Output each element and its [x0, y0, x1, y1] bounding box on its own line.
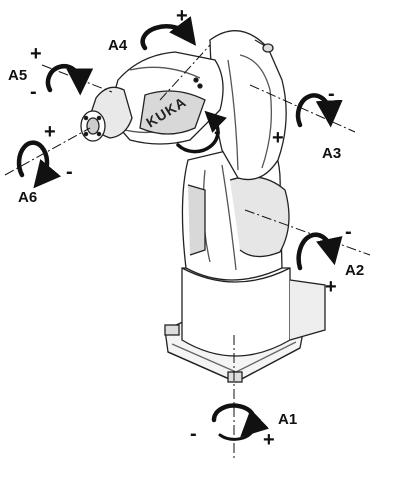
- axis-a2-minus: -: [345, 221, 352, 243]
- axis-a4-label: A4: [108, 37, 128, 54]
- axis-a5-plus: +: [30, 43, 42, 65]
- axis-line-a2: [244, 209, 371, 256]
- axis-a1-label: A1: [278, 411, 297, 428]
- rotation-arrow-a1-icon: [211, 403, 270, 438]
- rotation-arrow-a6-icon: [16, 140, 62, 189]
- axis-a3-minus: -: [328, 83, 335, 105]
- rotation-arrow-a2-icon: [296, 232, 343, 271]
- axis-a4-minus: -: [214, 121, 221, 143]
- axis-a2-label: A2: [345, 262, 364, 279]
- axis-line-a6: [4, 127, 91, 176]
- rotation-arrow-a4-icon: [140, 16, 197, 51]
- base-column: [181, 267, 291, 357]
- axis-a6-minus: -: [66, 161, 73, 183]
- axis-line-a4: [159, 44, 211, 101]
- axis-a6-label: A6: [18, 189, 37, 206]
- axis-a1-plus: +: [263, 429, 275, 451]
- rotation-arrows: [16, 16, 343, 441]
- rotation-arrow-a3-icon: [295, 93, 343, 128]
- axis-a5-minus: -: [30, 81, 37, 103]
- robot-drawing: KUKA: [80, 30, 326, 383]
- axis-a4-plus: +: [176, 5, 188, 27]
- axis-a3-plus: +: [272, 127, 284, 149]
- axis-labels: A1 + - A2 + - A3 + - A4 + - A5 + - A6 + …: [8, 5, 364, 451]
- axis-a2-plus: +: [325, 276, 337, 298]
- rotation-arrow-a5-icon: [45, 64, 94, 96]
- axis-a3-label: A3: [322, 145, 341, 162]
- axis-a5-label: A5: [8, 67, 27, 84]
- axis-a1-minus: -: [190, 423, 197, 445]
- axis-a6-plus: +: [44, 121, 56, 143]
